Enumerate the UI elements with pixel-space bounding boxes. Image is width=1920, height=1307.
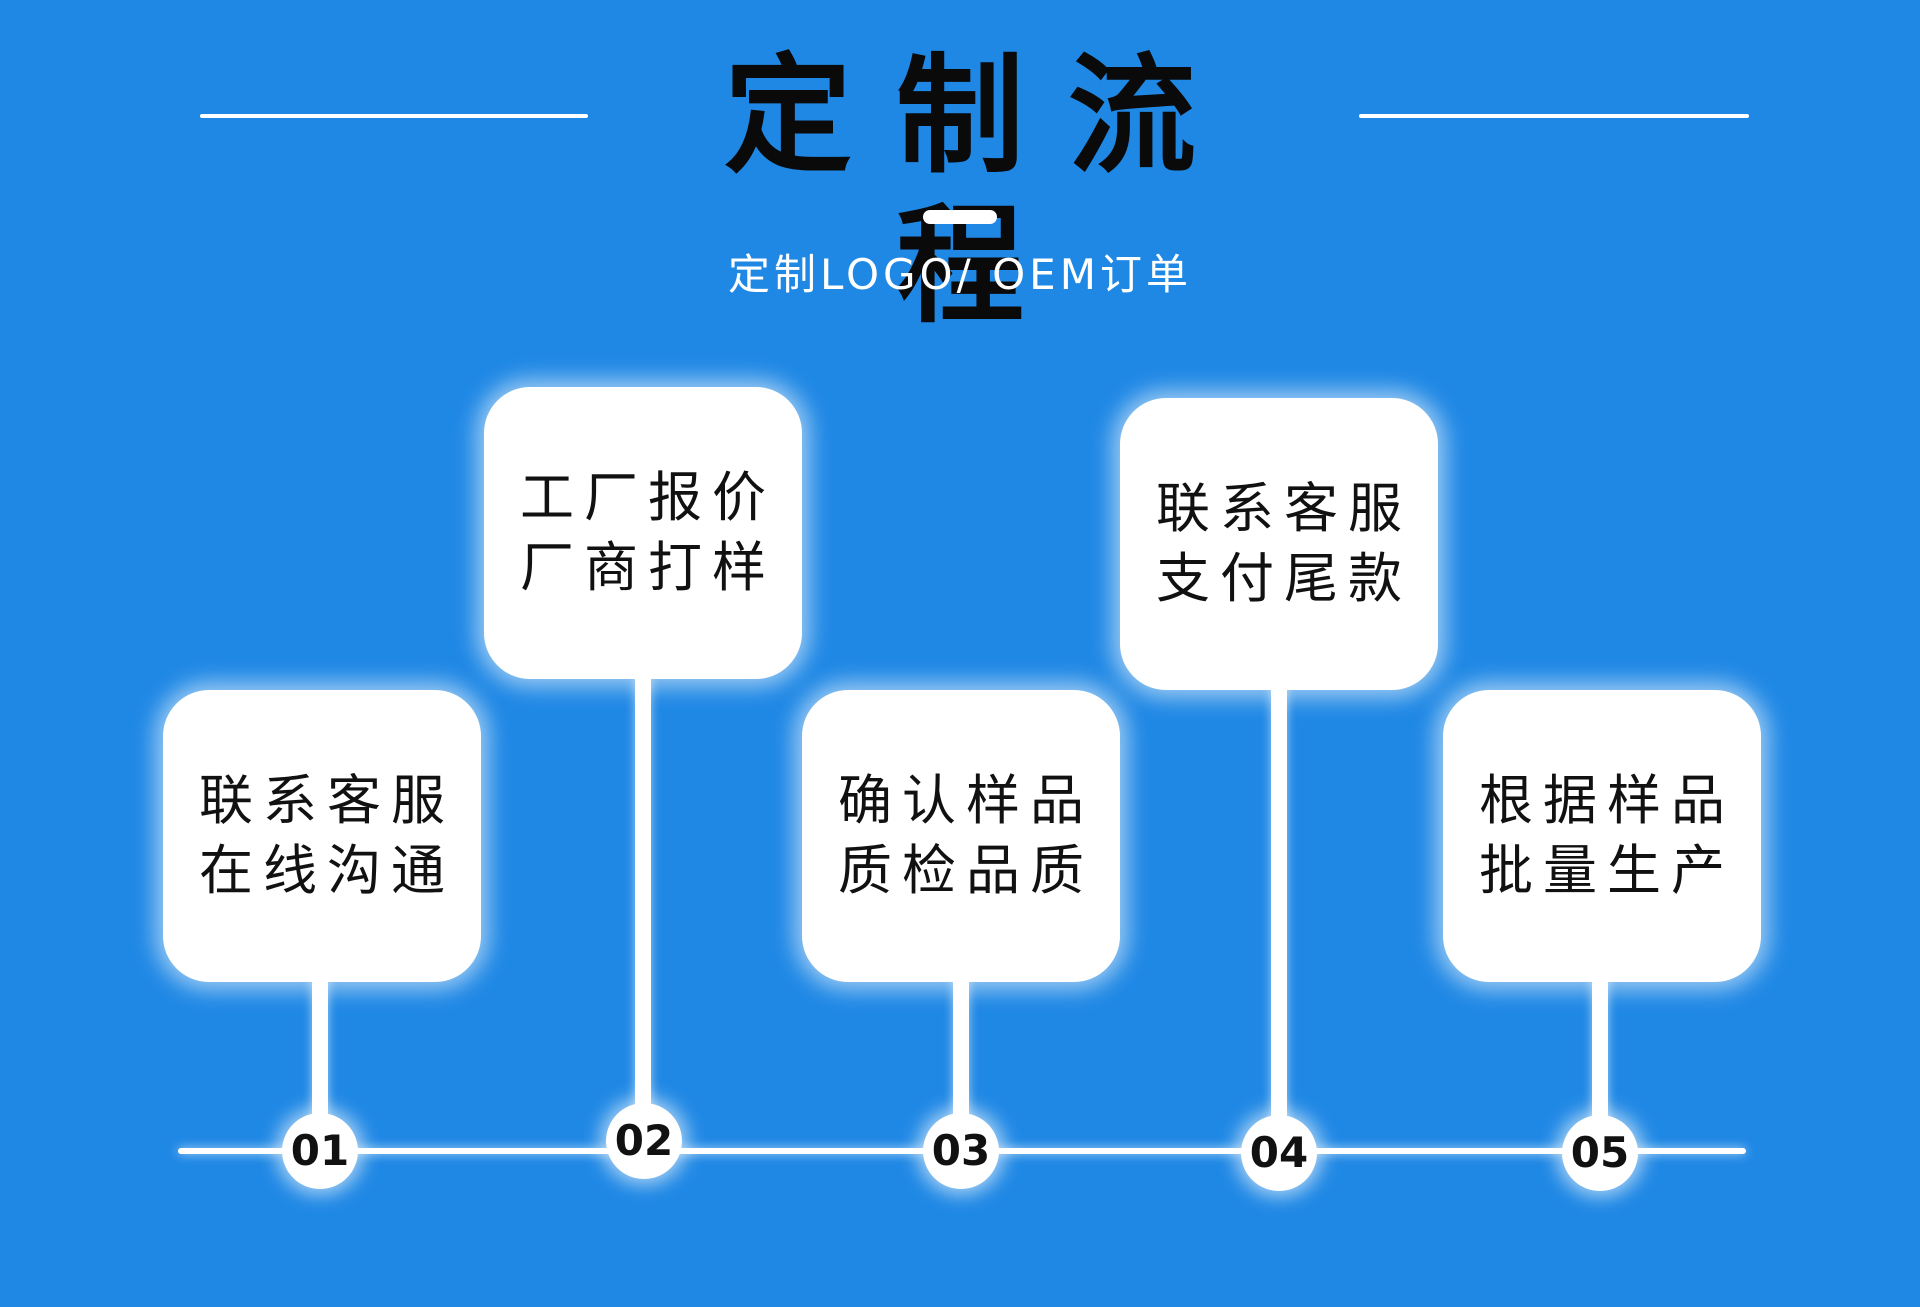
step-5-line2: 批量生产 xyxy=(1479,839,1735,902)
step-4-number-badge: 04 xyxy=(1241,1115,1317,1191)
step-1-connector xyxy=(312,975,328,1150)
step-1-number-badge: 01 xyxy=(282,1113,358,1189)
step-2-number: 02 xyxy=(614,1116,674,1165)
step-5-card: 根据样品 批量生产 xyxy=(1443,690,1761,982)
step-4-line2: 支付尾款 xyxy=(1156,547,1412,610)
step-2-card: 工厂报价 厂商打样 xyxy=(484,387,802,679)
step-3-line2: 质检品质 xyxy=(838,839,1094,902)
step-5-connector xyxy=(1592,975,1608,1150)
step-4-number: 04 xyxy=(1249,1128,1309,1177)
step-1-card: 联系客服 在线沟通 xyxy=(163,690,481,982)
step-5-number: 05 xyxy=(1570,1128,1630,1177)
step-2-line2: 厂商打样 xyxy=(520,536,776,599)
page-title: 定制流程 xyxy=(723,42,1240,341)
title-underline-dash xyxy=(923,210,997,224)
title-left-rule xyxy=(200,114,588,118)
step-4-card: 联系客服 支付尾款 xyxy=(1120,398,1438,690)
step-1-line2: 在线沟通 xyxy=(199,839,455,902)
step-3-card: 确认样品 质检品质 xyxy=(802,690,1120,982)
step-3-number-badge: 03 xyxy=(923,1113,999,1189)
step-1-line1: 联系客服 xyxy=(199,769,455,832)
step-1-number: 01 xyxy=(290,1126,350,1175)
step-4-line1: 联系客服 xyxy=(1156,477,1412,540)
page-subtitle: 定制LOGO/ OEM订单 xyxy=(728,250,1192,299)
step-5-line1: 根据样品 xyxy=(1479,769,1735,832)
title-right-rule xyxy=(1359,114,1749,118)
step-4-connector xyxy=(1271,685,1287,1150)
step-3-line1: 确认样品 xyxy=(838,769,1094,832)
step-3-number: 03 xyxy=(931,1126,991,1175)
step-3-connector xyxy=(953,975,969,1150)
step-2-connector xyxy=(635,675,651,1145)
step-5-number-badge: 05 xyxy=(1562,1115,1638,1191)
step-2-line1: 工厂报价 xyxy=(520,466,776,529)
step-2-number-badge: 02 xyxy=(606,1103,682,1179)
